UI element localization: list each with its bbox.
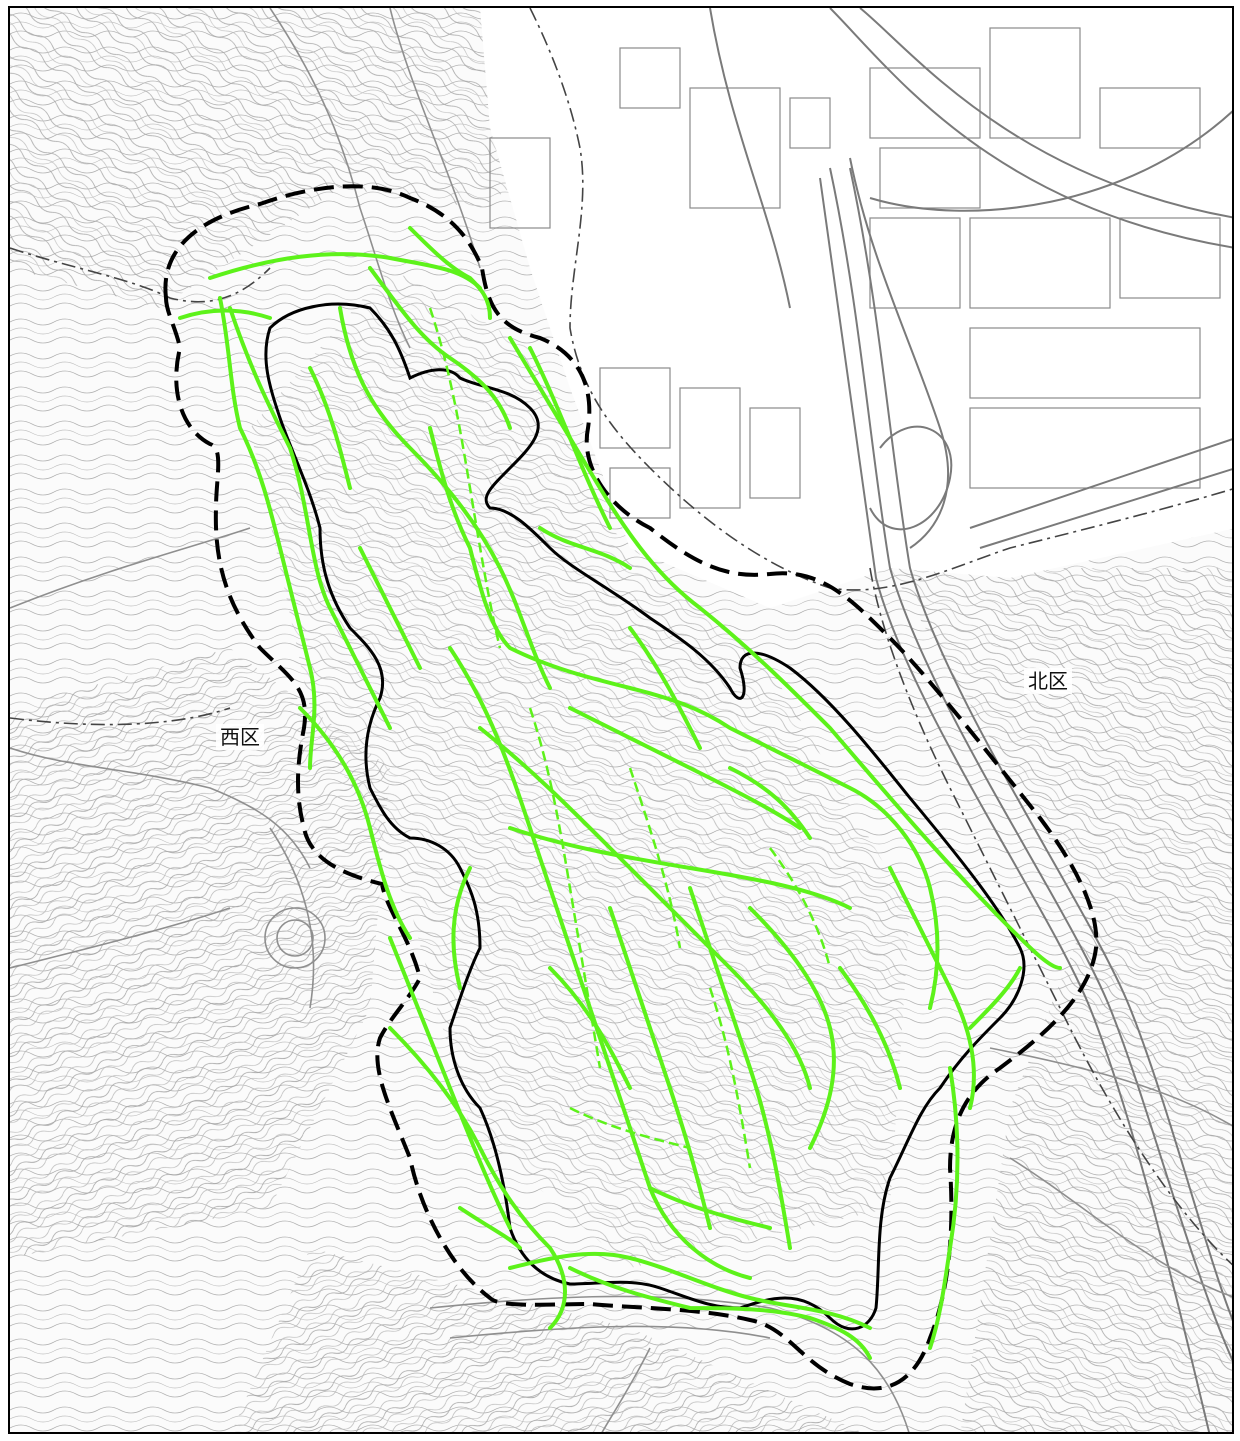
green-routes-minor bbox=[428, 307, 832, 1169]
map-frame: 西区 北区 bbox=[8, 6, 1234, 1434]
ward-label-north: 北区 bbox=[1024, 668, 1072, 694]
topographic-map[interactable] bbox=[10, 8, 1234, 1434]
roads bbox=[10, 8, 1232, 1432]
ward-boundary bbox=[10, 8, 1232, 1266]
urban-area bbox=[480, 8, 1232, 608]
expressway bbox=[819, 167, 1232, 1432]
survey-area-outline bbox=[163, 184, 1099, 1391]
ward-label-west: 西区 bbox=[216, 724, 264, 750]
